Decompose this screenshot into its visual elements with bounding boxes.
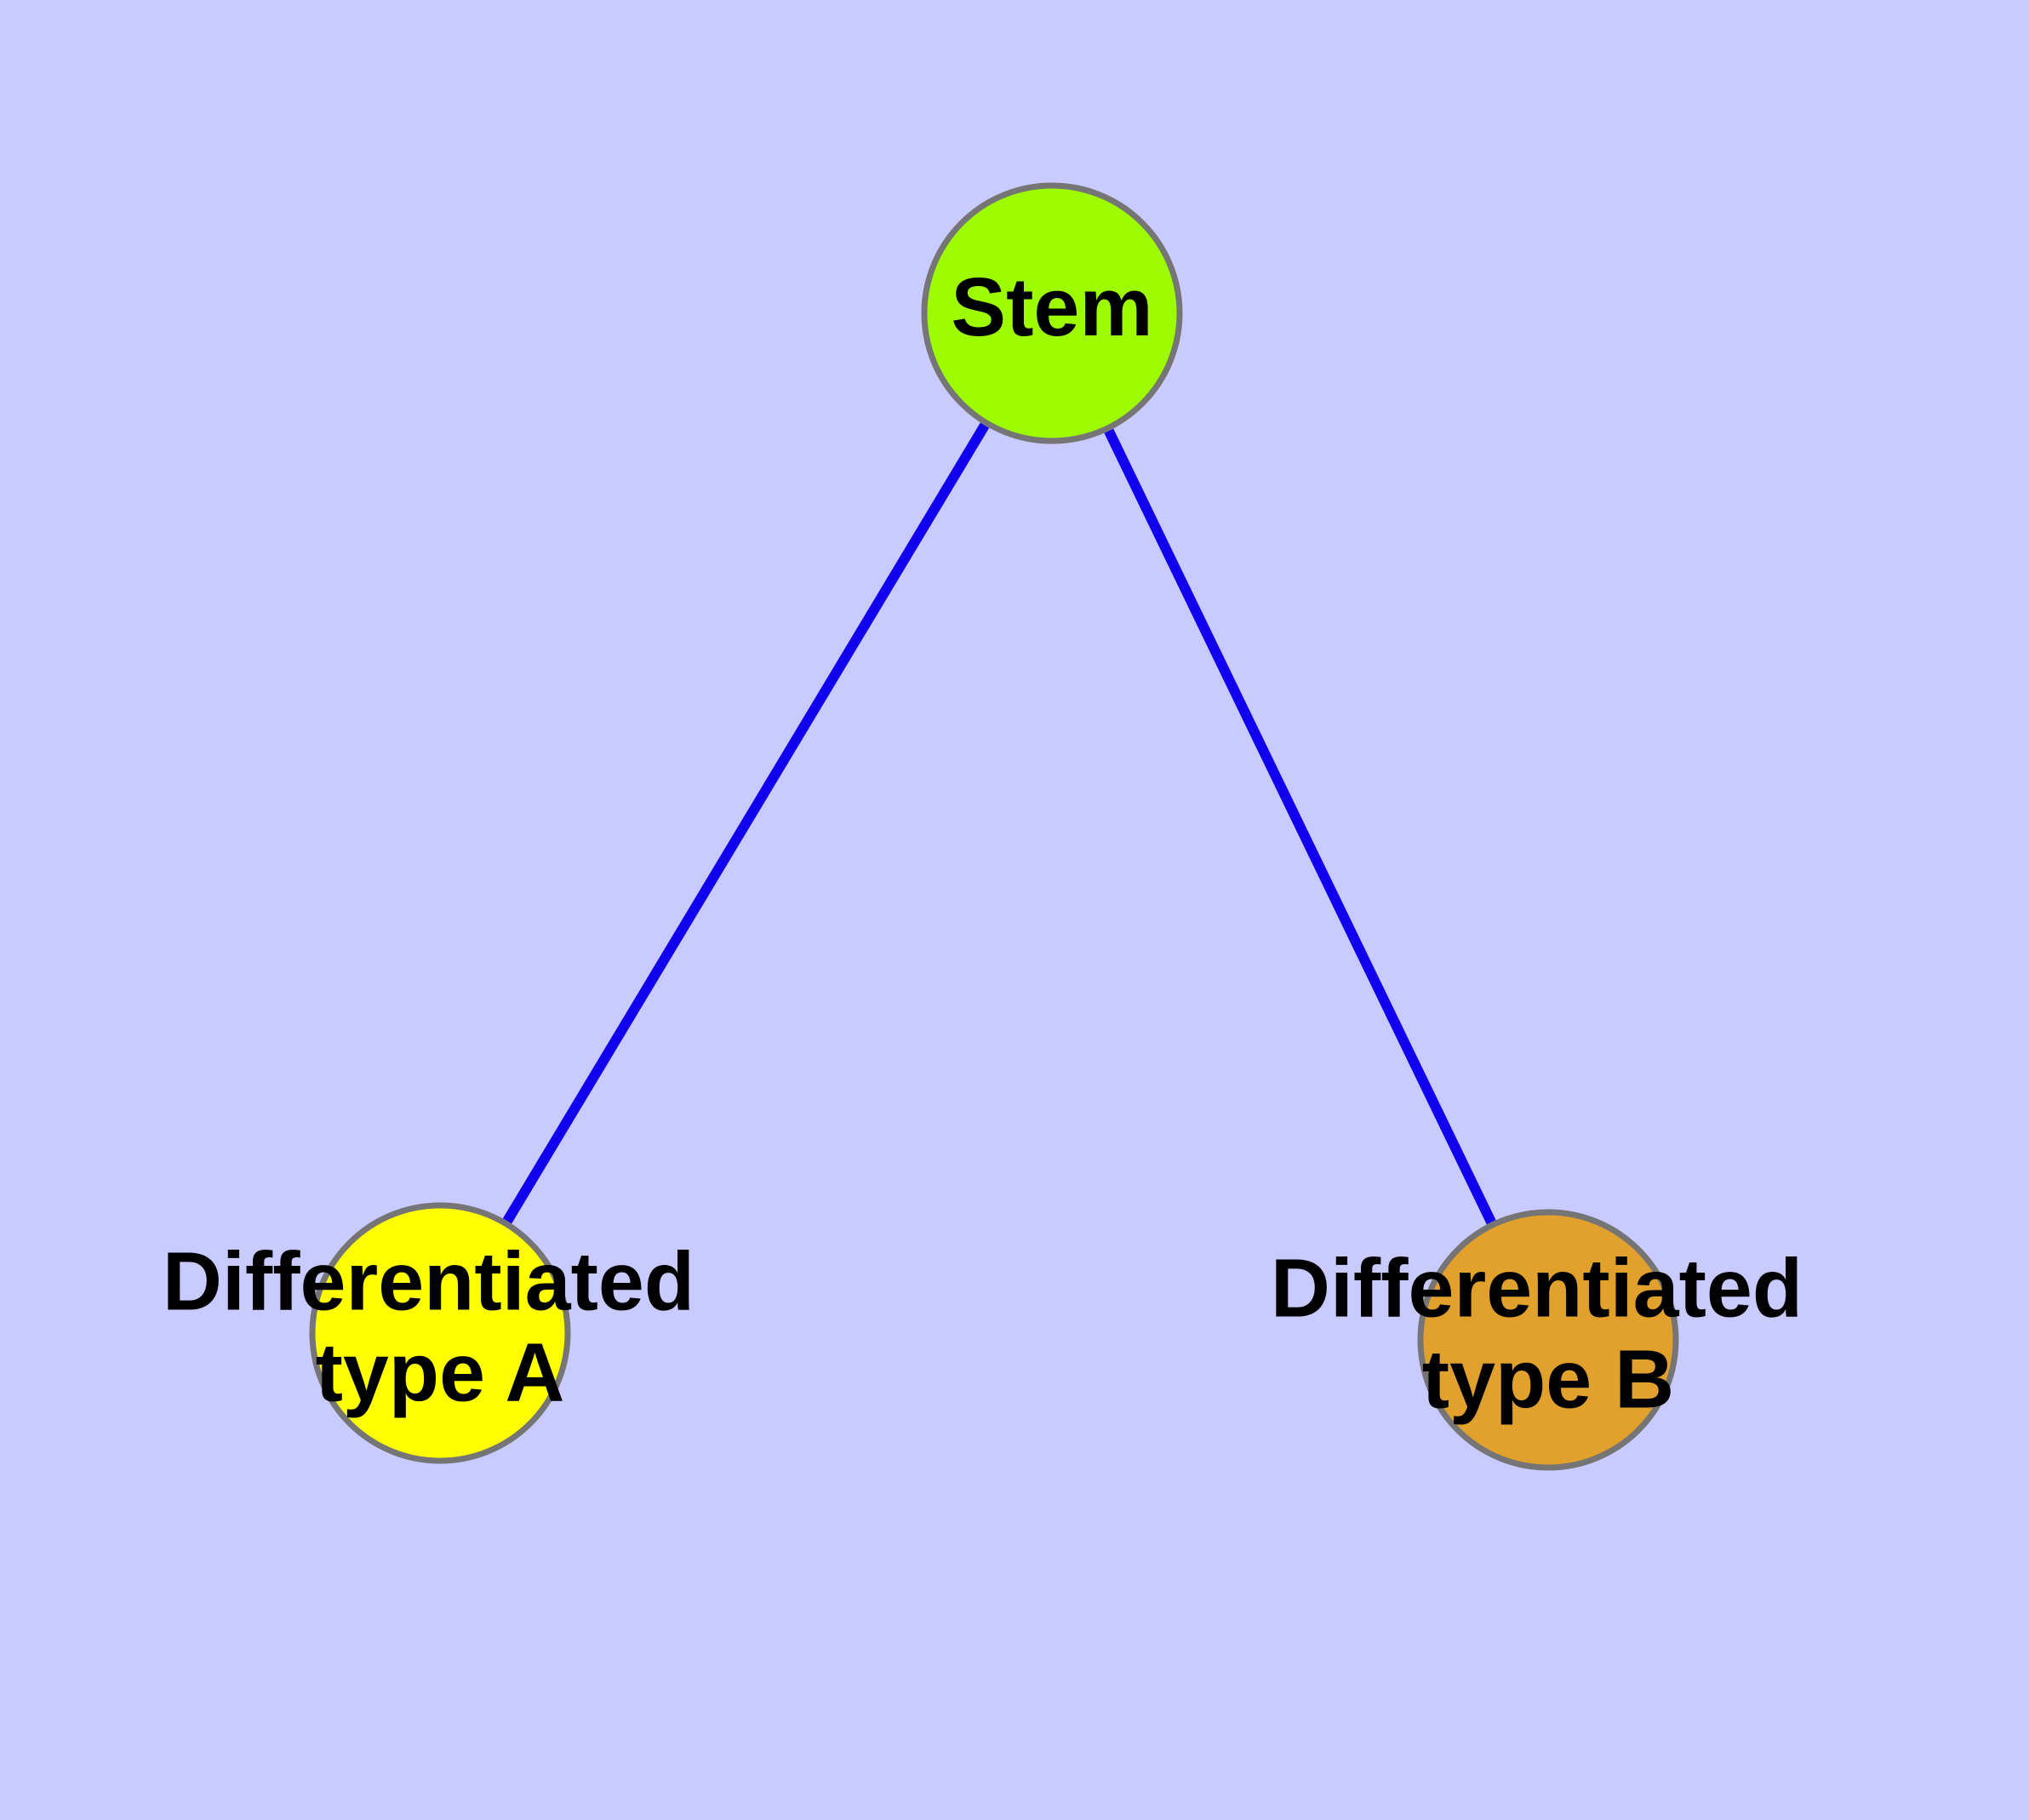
node-label-differentiated-type-b: Differentiated type B xyxy=(1271,1241,1826,1425)
node-circle-differentiated-type-b[interactable] xyxy=(1417,1209,1679,1471)
labels-layer: Stem Differentiated type A Differentiate… xyxy=(163,260,1826,1426)
node-label-differentiated-type-a-line-1: Differentiated xyxy=(163,1234,694,1327)
node-label-differentiated-type-a: Differentiated type A xyxy=(163,1234,717,1418)
nodes-layer xyxy=(309,182,1679,1471)
edge-stem-to-differentiated-type-b[interactable] xyxy=(1104,428,1496,1225)
node-label-differentiated-type-b-line-2: type B xyxy=(1422,1332,1674,1425)
node-circle-stem[interactable] xyxy=(921,182,1183,444)
node-differentiated-type-a[interactable] xyxy=(309,1202,571,1464)
node-circle-differentiated-type-a[interactable] xyxy=(309,1202,571,1464)
node-stem[interactable] xyxy=(921,182,1183,444)
edge-stem-to-differentiated-type-a[interactable] xyxy=(502,422,990,1224)
node-label-differentiated-type-b-line-1: Differentiated xyxy=(1271,1241,1803,1334)
node-differentiated-type-b[interactable] xyxy=(1417,1209,1679,1471)
node-label-differentiated-type-a-line-2: type A xyxy=(316,1325,565,1418)
node-label-stem-line-1: Stem xyxy=(951,260,1152,353)
edges-layer xyxy=(502,422,1496,1225)
node-label-stem: Stem xyxy=(951,260,1152,353)
